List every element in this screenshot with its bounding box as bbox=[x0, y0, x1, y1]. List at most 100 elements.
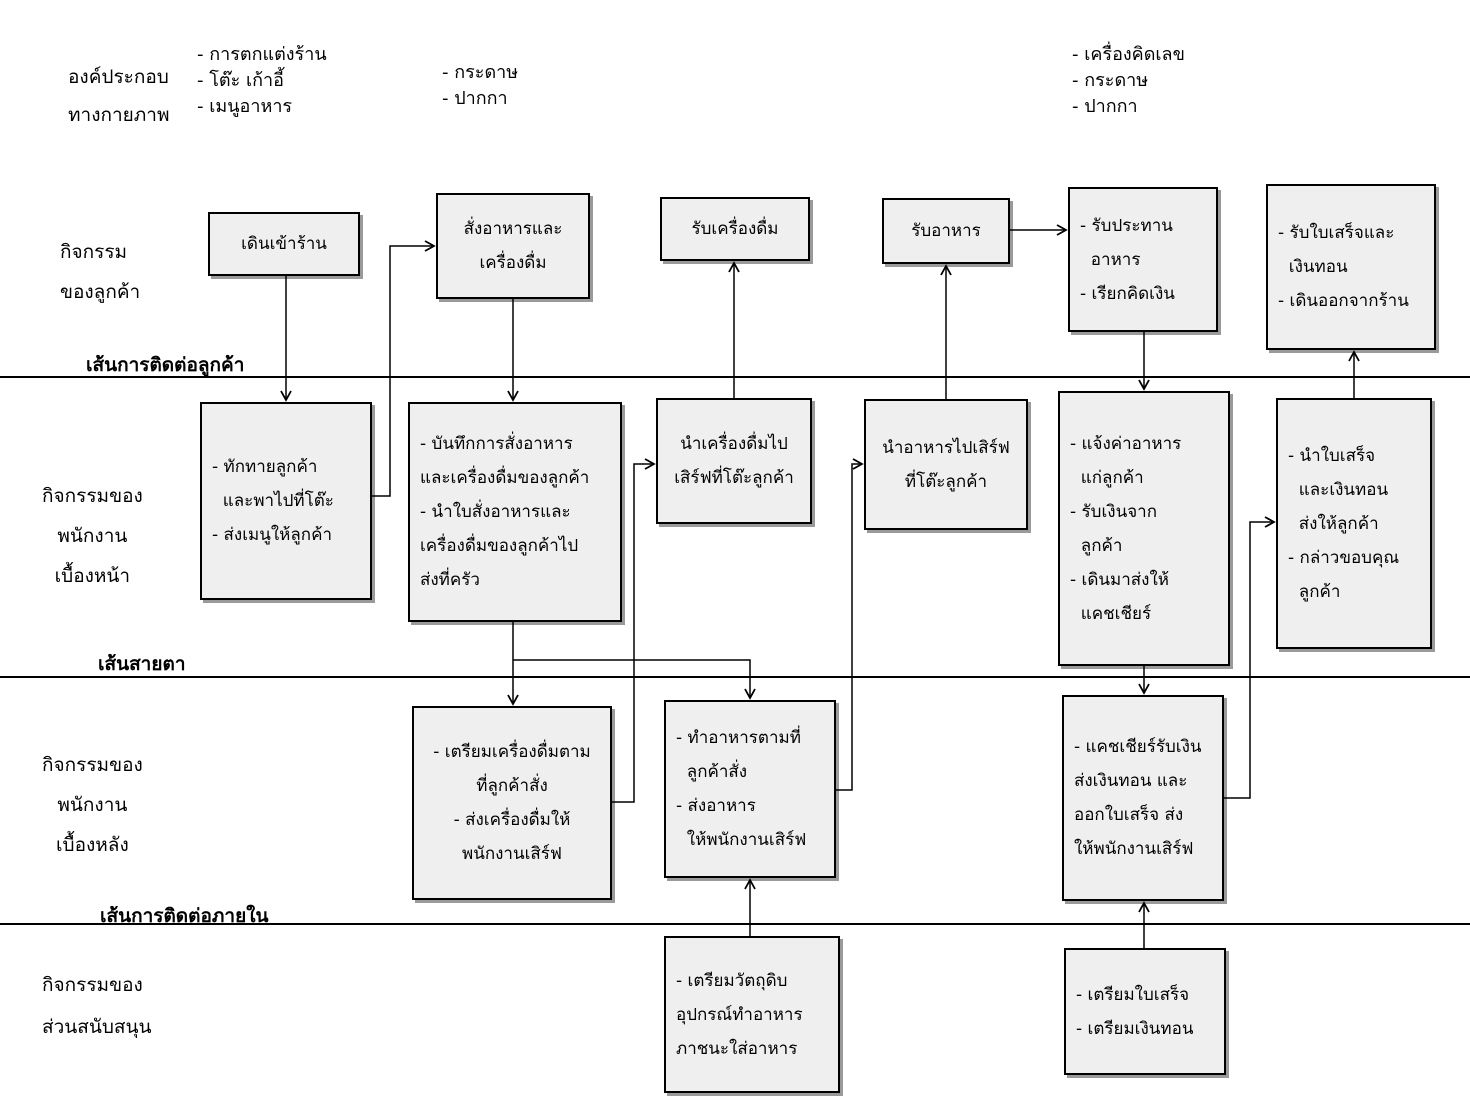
box-prepare-receipt-and-change-line: - เตรียมเงินทอน bbox=[1076, 1018, 1194, 1039]
line-of-internal-interaction bbox=[0, 923, 1470, 925]
lane-front-label: กิจกรรมของพนักงานเบื้องหน้า bbox=[42, 476, 143, 596]
box-greet-and-seat-line: - ทักทายลูกค้า bbox=[212, 457, 318, 477]
lane-back-label-line: กิจกรรมของ bbox=[42, 754, 143, 776]
box-cook-food-line: ให้พนักงานเสิร์ฟ bbox=[676, 830, 807, 850]
box-inform-bill-line: แคชเชียร์ bbox=[1070, 603, 1152, 624]
physical-group-1-line: - เมนูอาหาร bbox=[197, 96, 293, 117]
physical-group-2-line: - กระดาษ bbox=[442, 62, 519, 83]
lane-support-label-line: กิจกรรมของ bbox=[42, 974, 143, 996]
box-prepare-drinks-line: - ส่งเครื่องดื่มให้ bbox=[453, 810, 571, 830]
box-cook-food-line: - ทำอาหารตามที่ bbox=[676, 728, 801, 748]
lane-support-label-line: ส่วนสนับสนุน bbox=[42, 1016, 152, 1038]
box-prepare-drinks-line: - เตรียมเครื่องดื่มตาม bbox=[433, 742, 591, 762]
box-eat-and-request-bill-line: - เรียกคิดเงิน bbox=[1080, 283, 1175, 304]
box-receive-receipt-and-leave-line: เงินทอน bbox=[1278, 257, 1348, 277]
lane-customer-label-line: กิจกรรม bbox=[60, 241, 128, 263]
lane-front-label-line: เบื้องหน้า bbox=[54, 565, 131, 587]
physical-group-1: - การตกแต่งร้าน - โต๊ะ เก้าอี้ - เมนูอาหาร bbox=[197, 42, 327, 120]
lane-support-label: กิจกรรมของส่วนสนับสนุน bbox=[42, 964, 151, 1048]
box-inform-bill-line: ลูกค้า bbox=[1070, 535, 1123, 556]
box-enter-restaurant: เดินเข้าร้าน bbox=[208, 212, 360, 276]
box-prepare-ingredients: - เตรียมวัตถุดิบอุปกรณ์ทำอาหารภาชนะใส่อา… bbox=[664, 936, 840, 1093]
physical-group-1-line: - โต๊ะ เก้าอี้ bbox=[197, 70, 284, 91]
physical-label-line: ทางกายภาพ bbox=[68, 104, 170, 126]
box-cashier-line: ออกใบเสร็จ ส่ง bbox=[1074, 805, 1184, 825]
physical-group-3: - เครื่องคิดเลข- กระดาษ- ปากกา bbox=[1072, 42, 1185, 120]
lane-back-label: กิจกรรมของพนักงานเบื้องหลัง bbox=[42, 745, 143, 865]
box-greet-and-seat-line: และพาไปที่โต๊ะ bbox=[212, 491, 334, 511]
box-cook-food: - ทำอาหารตามที่ ลูกค้าสั่ง - ส่งอาหาร ให้… bbox=[664, 700, 836, 878]
box-receive-receipt-and-leave: - รับใบเสร็จและ เงินทอน- เดินออกจากร้าน bbox=[1266, 184, 1436, 350]
box-eat-and-request-bill-line: อาหาร bbox=[1080, 249, 1141, 270]
physical-group-1-line: - การตกแต่งร้าน bbox=[197, 44, 327, 65]
box-inform-bill: - แจ้งค่าอาหาร แก่ลูกค้า - รับเงินจาก ลูก… bbox=[1058, 391, 1230, 666]
box-deliver-receipt-line: ส่งให้ลูกค้า bbox=[1288, 513, 1379, 534]
line-of-visibility bbox=[0, 676, 1470, 678]
box-eat-and-request-bill-line: - รับประทาน bbox=[1080, 215, 1173, 236]
box-inform-bill-line: - แจ้งค่าอาหาร bbox=[1070, 433, 1182, 454]
box-cashier-line: ส่งเงินทอน และ bbox=[1074, 771, 1188, 791]
box-record-order-line: - นำใบสั่งอาหารและ bbox=[420, 502, 571, 522]
box-order-food-drinks: สั่งอาหารและเครื่องดื่ม bbox=[436, 193, 590, 299]
box-inform-bill-line: แก่ลูกค้า bbox=[1070, 467, 1144, 488]
box-receive-receipt-and-leave-line: - เดินออกจากร้าน bbox=[1278, 291, 1409, 311]
box-serve-drinks-line: นำเครื่องดื่มไป bbox=[680, 434, 788, 454]
box-prepare-ingredients-line: ภาชนะใส่อาหาร bbox=[676, 1038, 798, 1059]
box-cook-food-line: ลูกค้าสั่ง bbox=[676, 762, 748, 782]
physical-group-2-line: - ปากกา bbox=[442, 88, 508, 109]
box-serve-food-line: ที่โต๊ะลูกค้า bbox=[904, 471, 988, 492]
line-of-internal-interaction-label: เส้นการติดต่อภายใน bbox=[100, 905, 269, 927]
box-order-food-drinks-line: เครื่องดื่ม bbox=[479, 253, 547, 273]
box-record-order-line: - บันทึกการสั่งอาหาร bbox=[420, 434, 573, 454]
physical-group-3-line: - ปากกา bbox=[1072, 96, 1138, 117]
box-order-food-drinks-line: สั่งอาหารและ bbox=[463, 219, 563, 239]
arrow-cook-to-serve-food bbox=[836, 458, 864, 791]
box-prepare-ingredients-line: - เตรียมวัตถุดิบ bbox=[676, 970, 788, 991]
lane-customer-label-line: ของลูกค้า bbox=[60, 281, 141, 303]
box-deliver-receipt-line: - นำใบเสร็จ bbox=[1288, 445, 1376, 466]
box-deliver-receipt-line: - กล่าวขอบคุณ bbox=[1288, 547, 1400, 568]
box-inform-bill-line: - รับเงินจาก bbox=[1070, 501, 1157, 522]
box-record-order: - บันทึกการสั่งอาหารและเครื่องดื่มของลูก… bbox=[408, 402, 622, 622]
lane-front-label-line: กิจกรรมของ bbox=[42, 485, 143, 507]
box-receive-drinks-line: รับเครื่องดื่ม bbox=[691, 219, 779, 239]
box-record-order-line: ส่งที่ครัว bbox=[420, 570, 480, 590]
box-record-order-line: และเครื่องดื่มของลูกค้า bbox=[420, 468, 590, 488]
box-deliver-receipt-line: ลูกค้า bbox=[1288, 581, 1341, 602]
lane-customer-label: กิจกรรมของลูกค้า bbox=[60, 232, 140, 312]
box-greet-and-seat-line: - ส่งเมนูให้ลูกค้า bbox=[212, 525, 332, 545]
box-serve-food: นำอาหารไปเสิร์ฟที่โต๊ะลูกค้า bbox=[864, 399, 1028, 530]
box-receive-drinks: รับเครื่องดื่ม bbox=[660, 197, 810, 261]
line-of-interaction-label: เส้นการติดต่อลูกค้า bbox=[86, 354, 245, 376]
physical-group-2: - กระดาษ - ปากกา bbox=[442, 60, 518, 112]
box-deliver-receipt: - นำใบเสร็จ และเงินทอน ส่งให้ลูกค้า - กล่… bbox=[1276, 398, 1432, 649]
physical-label-line: องค์ประกอบ bbox=[68, 66, 169, 88]
physical-label: องค์ประกอบทางกายภาพ bbox=[68, 58, 170, 134]
arrow-drinks-to-serve bbox=[612, 458, 656, 803]
box-serve-drinks: นำเครื่องดื่มไปเสิร์ฟที่โต๊ะลูกค้า bbox=[656, 398, 812, 524]
box-prepare-drinks: - เตรียมเครื่องดื่มตามที่ลูกค้าสั่ง - ส่ง… bbox=[412, 706, 612, 900]
box-prepare-receipt-and-change: - เตรียมใบเสร็จ - เตรียมเงินทอน bbox=[1064, 948, 1226, 1075]
box-receive-food: รับอาหาร bbox=[882, 198, 1010, 264]
box-eat-and-request-bill: - รับประทาน อาหาร - เรียกคิดเงิน bbox=[1068, 187, 1218, 332]
lane-back-label-line: เบื้องหลัง bbox=[56, 834, 129, 856]
box-prepare-drinks-line: ที่ลูกค้าสั่ง bbox=[476, 776, 548, 796]
box-cook-food-line: - ส่งอาหาร bbox=[676, 796, 756, 816]
arrow-greet-to-order bbox=[372, 240, 436, 497]
box-deliver-receipt-line: และเงินทอน bbox=[1288, 479, 1389, 500]
box-receive-food-line: รับอาหาร bbox=[911, 221, 981, 241]
arrow-record-to-cook bbox=[513, 659, 756, 700]
box-cashier: - แคชเชียร์รับเงินส่งเงินทอน และออกใบเสร… bbox=[1062, 695, 1224, 901]
lane-back-label-line: พนักงาน bbox=[57, 794, 128, 816]
arrow-cashier-to-deliver bbox=[1224, 516, 1276, 799]
line-of-interaction bbox=[0, 376, 1470, 378]
box-prepare-receipt-and-change-line: - เตรียมใบเสร็จ bbox=[1076, 984, 1190, 1005]
box-inform-bill-line: - เดินมาส่งให้ bbox=[1070, 569, 1169, 590]
box-serve-food-line: นำอาหารไปเสิร์ฟ bbox=[882, 437, 1010, 458]
line-of-visibility-label: เส้นสายตา bbox=[98, 653, 186, 675]
box-cashier-line: ให้พนักงานเสิร์ฟ bbox=[1074, 839, 1194, 859]
box-prepare-drinks-line: พนักงานเสิร์ฟ bbox=[462, 844, 562, 864]
box-cashier-line: - แคชเชียร์รับเงิน bbox=[1074, 737, 1202, 757]
box-enter-restaurant-line: เดินเข้าร้าน bbox=[241, 234, 327, 254]
box-prepare-ingredients-line: อุปกรณ์ทำอาหาร bbox=[676, 1004, 803, 1025]
